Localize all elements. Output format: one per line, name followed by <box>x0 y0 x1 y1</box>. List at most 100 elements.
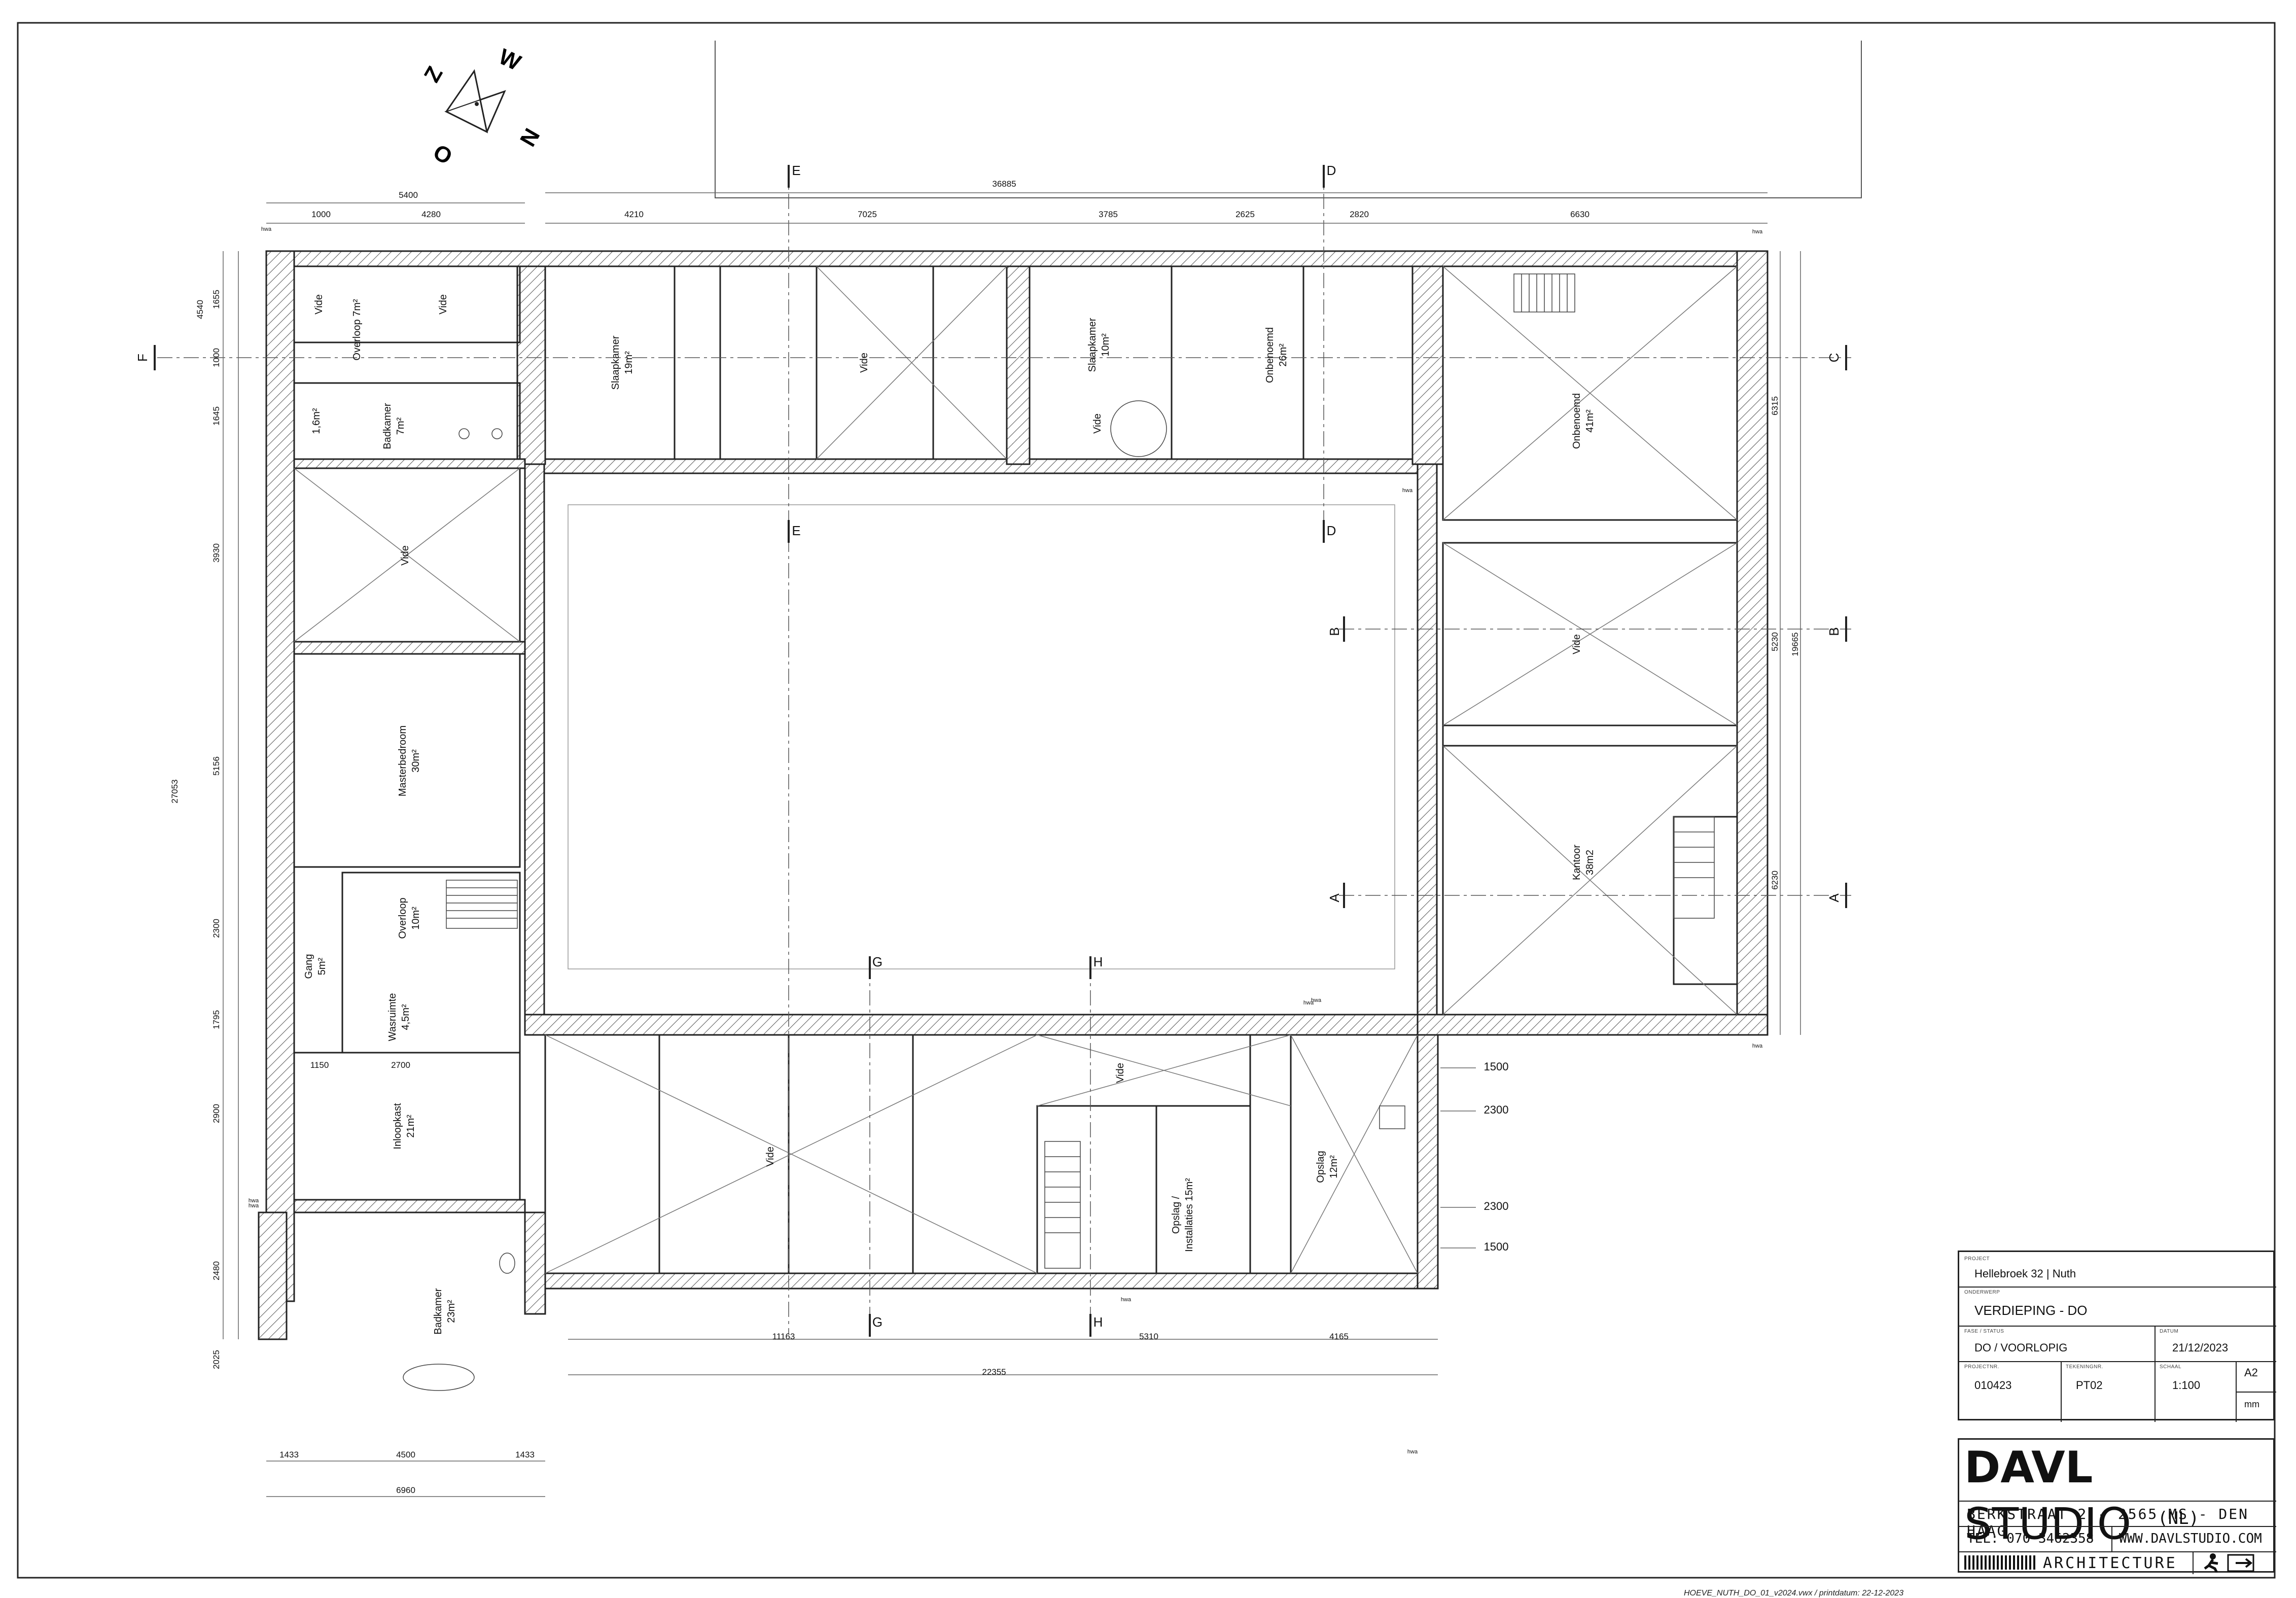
dimension-label: 2300 <box>1484 1103 1509 1116</box>
tekeningnr-label: TEKENINGNR. <box>2066 1364 2103 1370</box>
room-name: 1,6m² <box>311 408 322 434</box>
dimension-label: 2900 <box>211 1104 221 1123</box>
room-name: Vide <box>765 1147 776 1167</box>
dimension-label: 1645 <box>211 406 221 426</box>
brand-address: BERKSTRAAT 2 - 2565 MS - DEN HAAG <box>1967 1506 2249 1539</box>
stairs <box>446 273 1715 1269</box>
room-name: Opslag / <box>1171 1196 1182 1234</box>
section-marker: H <box>1093 954 1103 969</box>
interior-lines <box>293 265 1738 1274</box>
void-crosses <box>294 266 1738 1274</box>
hwa-note: hwa <box>1303 1000 1314 1006</box>
section-lines <box>157 167 1851 1334</box>
dimension-label: 2300 <box>211 919 221 938</box>
dimension-label: 2700 <box>391 1060 410 1070</box>
brand-suffix: (NL) <box>2158 1508 2200 1528</box>
brand-web: WWW.DAVLSTUDIO.COM <box>2119 1531 2262 1546</box>
project-label: PROJECT <box>1964 1256 1990 1262</box>
room-area: Installaties 15m² <box>1184 1178 1195 1252</box>
dimension-label: 5310 <box>1139 1332 1158 1341</box>
compass-letter: Z <box>419 62 448 87</box>
room-name: Inloopkast <box>392 1103 403 1150</box>
dimension-label: 2625 <box>1235 210 1255 219</box>
brand-name-rest: STUDIO <box>1964 1499 2132 1550</box>
room-name: Gang <box>303 954 314 979</box>
room-name: Masterbedroom <box>397 725 408 796</box>
dimension-label: 4210 <box>624 210 644 219</box>
dimension-label: 2480 <box>211 1261 221 1280</box>
hwa-note: hwa <box>1121 1297 1132 1303</box>
section-marker: B <box>1826 627 1842 636</box>
dimension-label: 4500 <box>396 1450 415 1460</box>
section-marker: E <box>792 163 800 178</box>
building-walls <box>258 250 1769 1340</box>
dimension-label: 1500 <box>1484 1060 1509 1073</box>
datum-label: DATUM <box>2160 1329 2179 1334</box>
hwa-note: hwa <box>261 226 272 232</box>
room-name: Slaapkamer <box>1087 318 1098 372</box>
onderwerp-label: ONDERWERP <box>1964 1290 2000 1295</box>
brand-name-bold: DAVL <box>1964 1442 2093 1493</box>
dimension-label: 22355 <box>982 1367 1006 1377</box>
room-name: Vide <box>859 353 870 373</box>
dimension-label: 2025 <box>211 1350 221 1369</box>
room-name: Opslag <box>1315 1151 1326 1183</box>
room-name: Onbenoemd <box>1264 327 1276 383</box>
room-name: Vide <box>1115 1063 1126 1083</box>
fixtures <box>403 428 1405 1391</box>
dimension-label: 3930 <box>211 543 221 563</box>
project-value: Hellebroek 32 | Nuth <box>1974 1267 2076 1280</box>
schaal-label: SCHAAL <box>2160 1364 2182 1370</box>
datum-value: 21/12/2023 <box>2172 1341 2229 1354</box>
dimension-label: 1150 <box>310 1060 329 1070</box>
room-area: 10m² <box>1100 333 1111 357</box>
tekeningnr-value: PT02 <box>2076 1379 2103 1392</box>
dimension-label: 4280 <box>421 210 441 219</box>
brand-tel: TEL: 070 3462358 <box>1967 1531 2094 1546</box>
room-area: 23m² <box>446 1300 457 1323</box>
dimension-label: 2820 <box>1350 210 1369 219</box>
brand-barcode <box>1964 1555 2035 1570</box>
dimension-label: 19665 <box>1790 632 1800 656</box>
dimension-label: 7025 <box>858 210 877 219</box>
room-area: 21m² <box>405 1115 416 1138</box>
dimension-label: 2300 <box>1484 1200 1509 1212</box>
dimension-label: 6630 <box>1570 210 1589 219</box>
hwa-note: hwa <box>1407 1449 1418 1455</box>
hwa-note: hwa <box>1311 997 1322 1003</box>
room-name: Vide <box>313 294 325 315</box>
dimension-label: 6315 <box>1770 396 1780 415</box>
dimension-label: 5156 <box>211 756 221 776</box>
dimension-label: 27053 <box>170 779 180 803</box>
compass-letter: W <box>495 44 525 76</box>
room-name: Badkamer <box>433 1288 444 1334</box>
section-marker: D <box>1327 523 1336 538</box>
dimension-label: 1655 <box>211 290 221 309</box>
section-marker: A <box>1327 893 1342 902</box>
courtyard-outline <box>568 504 1395 969</box>
section-marker: A <box>1826 893 1842 902</box>
format-value: A2 <box>2244 1366 2258 1379</box>
dimension-label: 1000 <box>211 348 221 367</box>
section-ticks <box>154 165 1847 1337</box>
dimension-label: 36885 <box>992 179 1016 189</box>
room-name: Overloop 7m² <box>351 299 363 360</box>
room-area: 26m² <box>1278 343 1289 367</box>
section-marker: D <box>1327 163 1336 178</box>
dimension-label: 5230 <box>1770 632 1780 651</box>
unit-value: mm <box>2244 1399 2259 1409</box>
hwa-note: hwa <box>1752 229 1763 235</box>
compass-letter: O <box>429 139 456 169</box>
dimension-label: 3785 <box>1099 210 1118 219</box>
fase-value: DO / VOORLOPIG <box>1974 1341 2068 1354</box>
room-area: 4,5m² <box>400 1004 411 1030</box>
onderwerp-value: VERDIEPING - DO <box>1974 1303 2088 1318</box>
dimension-label: 4165 <box>1329 1332 1349 1341</box>
dimension-label: 6230 <box>1770 871 1780 890</box>
site-boundary <box>715 41 1862 198</box>
section-marker: G <box>872 1314 882 1330</box>
room-area: 19m² <box>623 351 634 374</box>
section-marker: G <box>872 954 882 969</box>
dimension-label: 1433 <box>279 1450 299 1460</box>
